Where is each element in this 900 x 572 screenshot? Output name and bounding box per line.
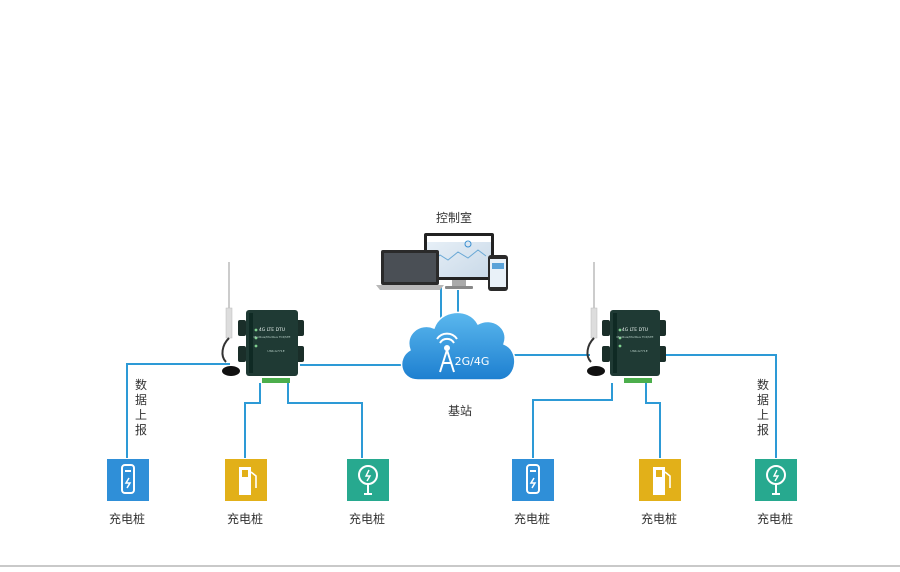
dtu-right-title: 4G LTE DTU (622, 327, 648, 333)
control-room-devices (376, 233, 508, 291)
charger-label-1: 充电桩 (109, 512, 146, 526)
charger-tile-3 (347, 459, 389, 501)
dtu-right-subtitle: Modbus/Modbus TCP/LTE (617, 335, 654, 339)
data-report-label-left: 数据上报 (134, 378, 147, 437)
dtu-device-left (221, 262, 304, 383)
dtu-device-right (586, 262, 666, 383)
dtu-right-model: USR-G771E (630, 349, 647, 353)
antenna-icon (586, 262, 605, 376)
charger-tile-4 (512, 459, 554, 501)
charger-label-3: 充电桩 (349, 512, 386, 526)
link-left-report (126, 363, 230, 458)
link-right-report (660, 354, 777, 458)
base-station-label: 基站 (448, 404, 473, 418)
dtu-left-model: USR-G771E (267, 349, 284, 353)
charger-label-5: 充电桩 (641, 512, 678, 526)
charger-label-6: 充电桩 (757, 512, 794, 526)
charger-tile-5 (639, 459, 681, 501)
phone-charger-icon (121, 464, 135, 494)
charger-tile-2 (225, 459, 267, 501)
control-room-label: 控制室 (436, 211, 473, 225)
charger-tile-1 (107, 459, 149, 501)
network-label: 2G/4G (455, 355, 490, 368)
laptop-icon (376, 250, 444, 290)
dtu-left-subtitle: Modbus/Modbus TCP/LTE (254, 335, 291, 339)
link-left-charger-1 (244, 383, 261, 458)
charger-label-2: 充电桩 (227, 512, 264, 526)
link-right-charger-2 (645, 383, 661, 458)
base-station-cloud (400, 311, 516, 381)
phone-icon (488, 255, 508, 291)
antenna-icon (221, 262, 240, 376)
link-left-charger-2 (287, 383, 363, 458)
charger-tile-6 (755, 459, 797, 501)
bottom-divider (0, 565, 900, 567)
charging-plug-icon (358, 465, 378, 495)
charging-plug-icon (766, 465, 786, 495)
data-report-label-right: 数据上报 (756, 378, 769, 437)
connection-lines (126, 285, 777, 458)
fuel-pump-icon (653, 467, 671, 495)
dtu-left-title: 4G LTE DTU (259, 327, 285, 333)
antenna-tower-icon (436, 332, 458, 373)
fuel-pump-icon (239, 467, 257, 495)
phone-charger-icon (526, 464, 540, 494)
charger-label-4: 充电桩 (514, 512, 551, 526)
link-right-charger-1 (532, 383, 613, 458)
